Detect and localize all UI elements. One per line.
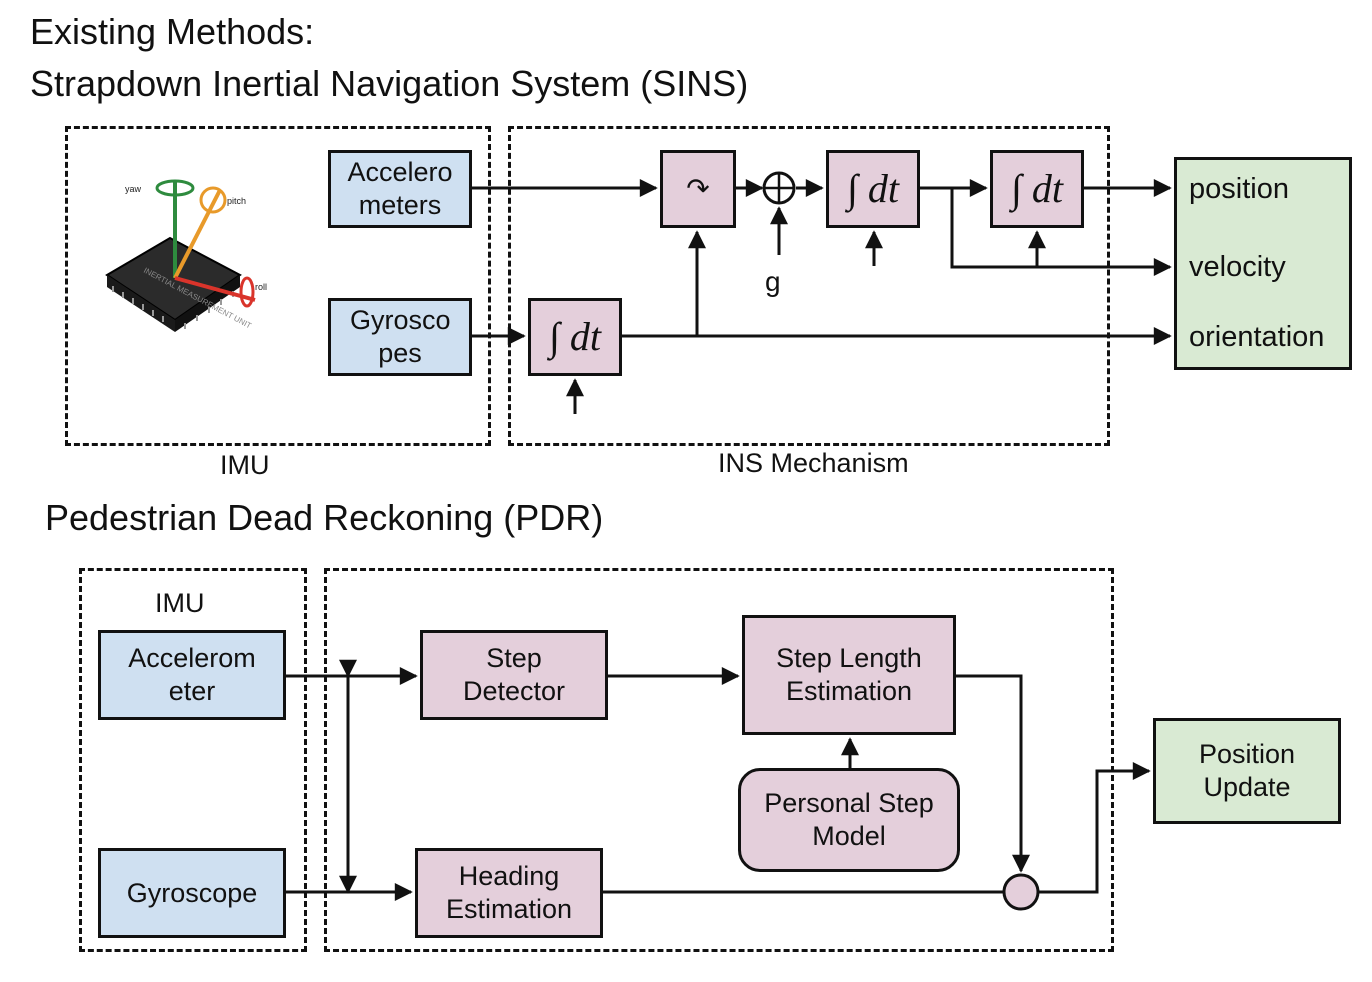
step-detector-box: Step Detector	[420, 630, 608, 720]
sins-ins-mechanism-group	[508, 126, 1110, 446]
sins-output-box	[1174, 157, 1352, 370]
pdr-accelerometer-box: Accelerom eter	[98, 630, 286, 720]
position-update-box: Position Update	[1153, 718, 1341, 824]
step-length-estimation-box: Step Length Estimation	[742, 615, 956, 735]
rotation-icon: ↷	[686, 171, 710, 205]
sins-imu-group	[65, 126, 491, 446]
gyroscopes-box: Gyrosco pes	[328, 298, 472, 376]
gravity-label: g	[765, 266, 781, 297]
output-orientation: orientation	[1189, 321, 1325, 353]
heading-estimation-box: Heading Estimation	[415, 848, 603, 938]
integrator-orientation-box: ∫ dt	[528, 298, 622, 376]
svg-text:roll: roll	[255, 282, 267, 292]
sins-imu-group-label: IMU	[220, 450, 270, 480]
output-position: position	[1189, 173, 1289, 205]
svg-text:pitch: pitch	[227, 196, 246, 206]
imu-chip-image: INERTIAL MEASUREMENT UNIT yaw pitch roll	[105, 179, 267, 332]
heading-existing-methods: Existing Methods:	[30, 11, 315, 52]
heading-sins: Strapdown Inertial Navigation System (SI…	[30, 63, 749, 104]
accelerometers-box: Accelero meters	[328, 150, 472, 228]
pdr-gyroscope-box: Gyroscope	[98, 848, 286, 938]
output-velocity: velocity	[1189, 251, 1286, 283]
rotation-box: ↷	[660, 150, 736, 228]
integrator-1-box: ∫ dt	[826, 150, 920, 228]
sins-ins-group-label: INS Mechanism	[718, 448, 909, 478]
pdr-imu-group	[79, 568, 307, 952]
pdr-imu-group-label: IMU	[155, 588, 205, 618]
pdr-combine-junction	[1002, 873, 1040, 911]
personal-step-model-box: Personal Step Model	[738, 768, 960, 872]
svg-text:yaw: yaw	[125, 184, 142, 194]
heading-pdr: Pedestrian Dead Reckoning (PDR)	[45, 497, 604, 538]
pdr-processing-group	[324, 568, 1114, 952]
integrator-2-box: ∫ dt	[990, 150, 1084, 228]
